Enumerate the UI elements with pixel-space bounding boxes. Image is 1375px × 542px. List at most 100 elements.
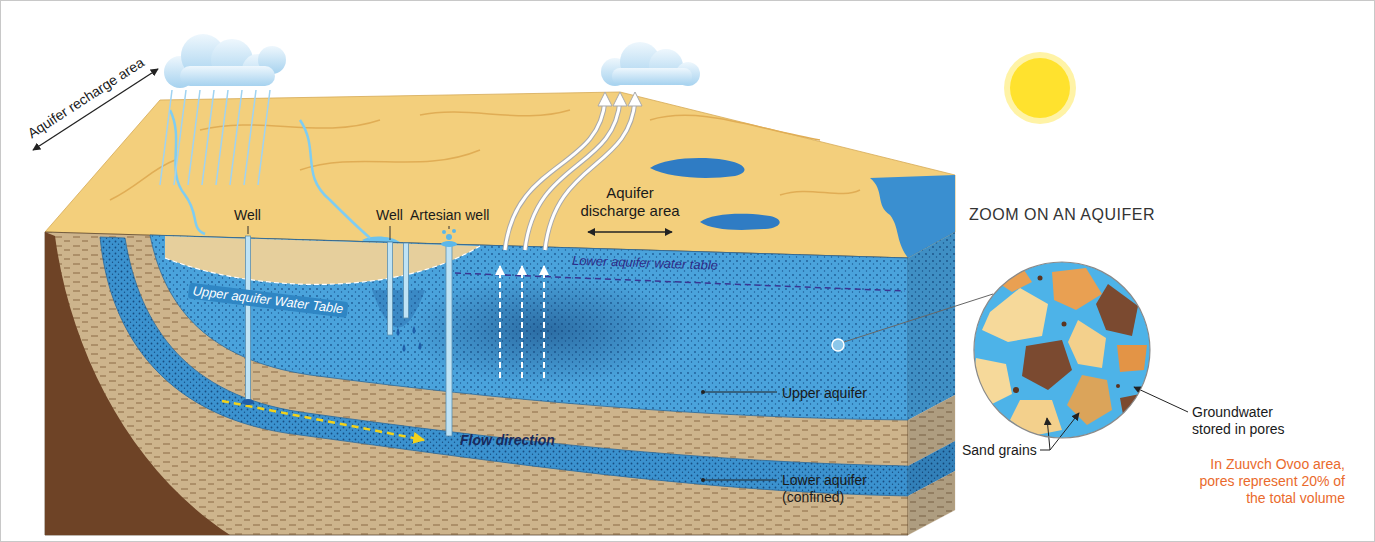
well-label: Well [234,207,261,224]
rain-cloud [164,34,286,88]
area-label: Aquifer recharge area [25,54,148,142]
leader-line [703,392,777,393]
evaporation-outline [525,100,620,250]
upper-water-table [165,246,480,284]
zoom-outline [974,262,1150,438]
leader-line [390,226,391,240]
sand-grain [1096,284,1138,336]
lake [650,158,745,178]
leader-line [248,226,249,234]
rain-streak [258,90,270,185]
ridge [200,120,380,130]
pointer-arrow [1050,413,1079,450]
splash [441,241,457,247]
desert-surface [45,92,955,258]
silt-particle [1013,387,1019,393]
sand-grain [1022,340,1072,390]
drop [403,344,406,352]
sand-grain [1120,394,1142,420]
zoom-leader [844,294,993,342]
discharge-arrow [588,231,672,232]
ridge [110,160,175,200]
ridge [300,150,480,170]
groundwater-upflow [500,266,544,378]
layer-label: Upper aquifer [782,385,867,402]
upflow-arrow [499,266,501,378]
zoom-content [972,262,1150,438]
splash [446,234,452,240]
sand-grain [1068,320,1106,368]
arrow-head [628,92,642,106]
sand-grain [1117,345,1147,372]
well-pipe [246,236,251,400]
arrow-head [613,92,627,106]
pointer-arrow [1134,387,1188,412]
well-pipe [388,242,393,335]
rain-streak [160,90,172,185]
part-label: Groundwater stored in pores [1192,404,1302,438]
silt-particle [1038,276,1043,281]
unsaturated-zone [165,236,480,284]
well-intake [242,399,254,405]
evaporation-cloud [601,42,700,86]
well-pipe [404,243,409,318]
splash [442,230,446,234]
flow-label: Flow direction [460,432,555,449]
sand-grain [1010,400,1062,436]
pointer-arrow [1047,418,1050,450]
zoom-circle: ZOOM ON AN AQUIFER [963,205,1161,440]
sand-grain [1067,375,1112,425]
silt-particle [1116,384,1120,388]
evaporation-arrow [525,100,620,250]
node-heading: ZOOM ON AN AQUIFER [969,205,1155,224]
node-outline [963,205,1161,440]
upper-aquifer [150,235,908,420]
rain-streak [244,90,256,185]
evaporation-outline [545,100,635,250]
ridge [420,110,570,116]
ridge [780,190,860,195]
rain-streak [174,90,186,185]
sun-glow [1004,52,1076,124]
rain-streak [216,90,228,185]
sand-grain [972,358,1012,406]
flow-arrow [222,401,424,440]
evaporation-arrows [505,100,635,250]
sun [1010,58,1070,118]
rain-streak [188,90,200,185]
upflow-arrow [543,266,545,378]
silt-particle [1062,322,1067,327]
drop [419,342,422,350]
rain-streak [202,90,214,185]
well-leaders [248,226,449,240]
well-label: Well [376,207,403,224]
sand-grain [1052,268,1102,310]
layer-label: Lower aquifer (confined) [782,472,892,506]
side-shade [908,232,955,535]
evaporation-arrow [545,100,635,250]
lake [700,214,780,230]
rivers [170,110,370,238]
zoom-spot [832,339,844,351]
rain [160,90,270,185]
part-label: Sand grains [962,442,1037,459]
dune-ridges [110,110,860,200]
evaporation-heads [598,92,642,106]
drawdown-cone [372,290,425,328]
rain-streak [230,90,242,185]
evaporation-outline [505,100,605,250]
ridge [650,115,820,140]
artesian-pipe [446,243,452,436]
arrow-head [598,92,612,106]
cloud-base [180,66,275,86]
well-label: Artesian well [410,207,489,224]
leader-line [703,480,777,481]
evaporation-arrow [505,100,605,250]
pore-water [974,262,1150,438]
upflow-arrow [521,266,523,378]
artesian-spout [441,229,457,247]
splash [452,229,456,233]
river [300,120,370,238]
water-drops [397,326,422,352]
